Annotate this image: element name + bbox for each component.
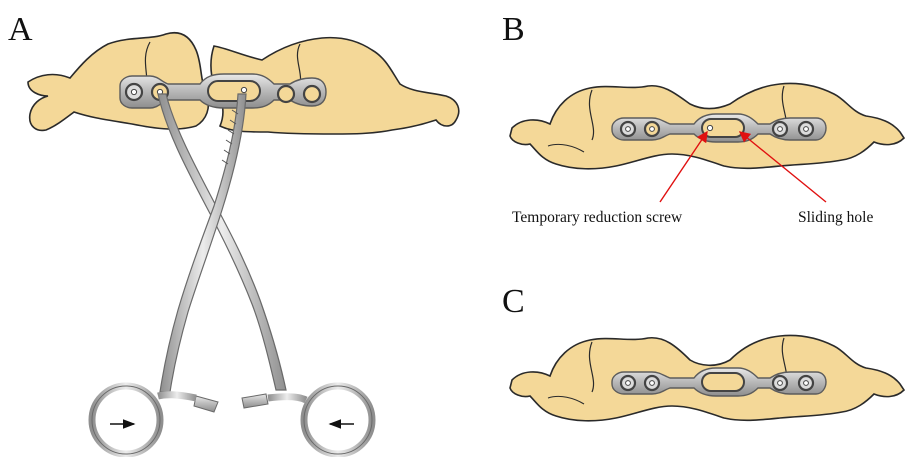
panel-a: A bbox=[8, 11, 459, 454]
panel-c-letter: C bbox=[502, 283, 525, 320]
panel-a-letter: A bbox=[8, 11, 33, 48]
plate-c bbox=[612, 368, 826, 396]
label-temporary-reduction-screw: Temporary reduction screw bbox=[512, 209, 683, 226]
reduction-forceps bbox=[92, 94, 372, 454]
label-sliding-hole: Sliding hole bbox=[798, 209, 873, 226]
plate-b bbox=[612, 114, 826, 142]
panel-c: C bbox=[502, 283, 904, 421]
panel-b-letter: B bbox=[502, 11, 525, 48]
panel-b: B Temporary reduction screw Sliding hole bbox=[502, 11, 904, 226]
bone-fragment-left bbox=[28, 33, 208, 131]
